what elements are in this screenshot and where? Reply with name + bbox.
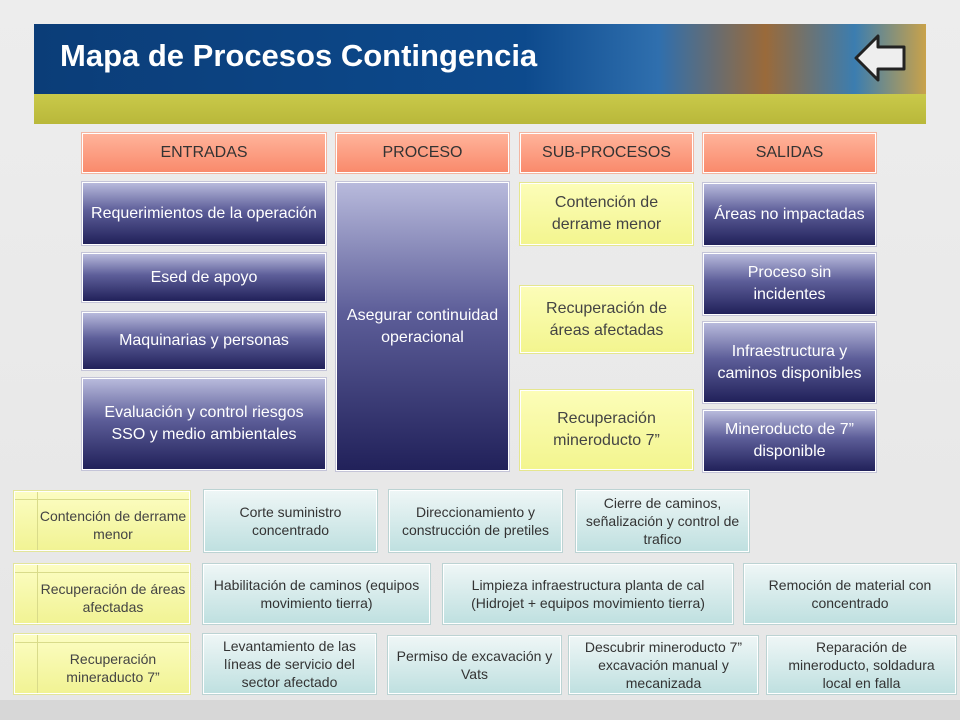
detail-step: Cierre de caminos, señalización y contro… — [576, 490, 749, 552]
header-banner: Mapa de Procesos Contingencia — [34, 24, 926, 124]
salida-item: Áreas no impactadas — [703, 183, 876, 246]
detail-row-label-text: Recuperación de áreas afectadas — [40, 581, 186, 615]
detail-step: Permiso de excavación y Vats — [388, 636, 561, 694]
detail-step: Direccionamiento y construcción de preti… — [389, 490, 562, 552]
subproceso-item: Recuperación de áreas afectadas — [520, 286, 693, 353]
detail-row-label: Recuperación de áreas afectadas — [14, 564, 190, 624]
header-olive-band — [34, 94, 926, 124]
salida-item: Infraestructura y caminos disponibles — [703, 322, 876, 403]
detail-row-label: Contención de derrame menor — [14, 491, 190, 551]
entrada-item: Esed de apoyo — [82, 253, 326, 302]
entrada-item: Maquinarias y personas — [82, 312, 326, 370]
detail-row-label: Recuperación mineraducto 7” — [14, 634, 190, 694]
column-header-salidas: SALIDAS — [703, 133, 876, 173]
detail-step: Habilitación de caminos (equipos movimie… — [203, 564, 430, 624]
detail-row-label-text: Recuperación mineraducto 7” — [66, 651, 160, 685]
detail-step: Limpieza infraestructura planta de cal (… — [443, 564, 733, 624]
column-header-subprocesos: SUB-PROCESOS — [520, 133, 693, 173]
entrada-item: Requerimientos de la operación — [82, 182, 326, 245]
detail-step: Corte suministro concentrado — [204, 490, 377, 552]
detail-step: Reparación de mineroducto, soldadura loc… — [767, 636, 956, 694]
salida-item: Mineroducto de 7” disponible — [703, 410, 876, 472]
proceso-item: Asegurar continuidad operacional — [336, 182, 509, 471]
page-title: Mapa de Procesos Contingencia — [60, 38, 538, 73]
bottom-band — [0, 700, 960, 720]
back-button[interactable] — [850, 30, 910, 86]
detail-step: Levantamiento de las líneas de servicio … — [203, 634, 376, 694]
detail-step: Descubrir mineroducto 7” excavación manu… — [569, 636, 758, 694]
entrada-item: Evaluación y control riesgos SSO y medio… — [82, 378, 326, 470]
back-arrow-icon — [854, 34, 906, 82]
detail-step: Remoción de material con concentrado — [744, 564, 956, 624]
header-blue-band — [34, 24, 926, 94]
subproceso-item: Recuperación mineroducto 7” — [520, 390, 693, 470]
salida-item: Proceso sin incidentes — [703, 253, 876, 315]
subproceso-item: Contención de derrame menor — [520, 183, 693, 245]
column-header-proceso: PROCESO — [336, 133, 509, 173]
column-header-entradas: ENTRADAS — [82, 133, 326, 173]
detail-row-label-text: Contención de derrame menor — [39, 508, 187, 542]
